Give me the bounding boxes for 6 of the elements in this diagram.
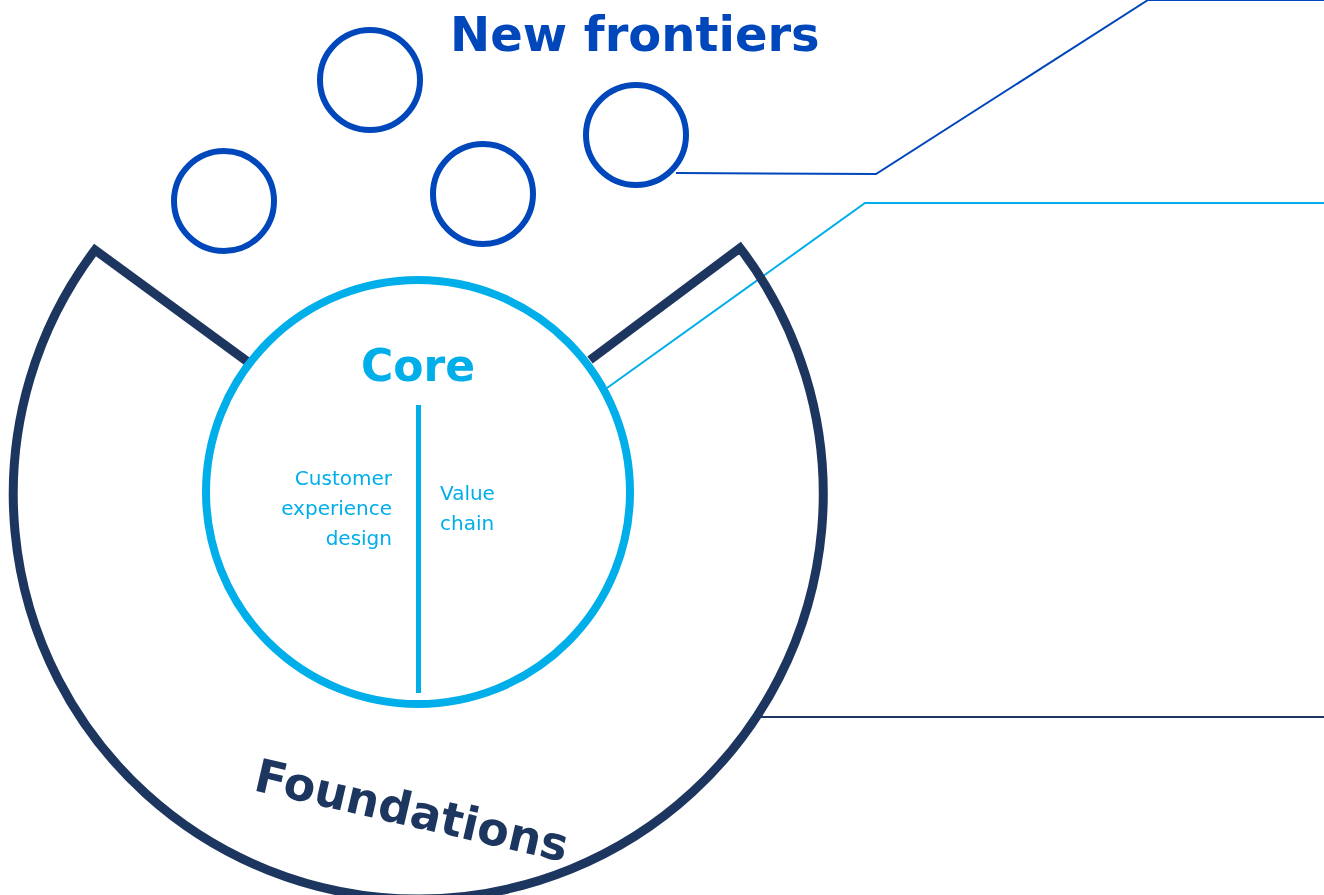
section-text: Value chain	[440, 480, 496, 537]
core-title: Core	[359, 340, 477, 391]
section-heading: New frontiers	[450, 6, 820, 62]
leader-line	[675, 0, 1324, 175]
section-text: Customer experience design	[280, 465, 392, 552]
leader-line	[606, 202, 1324, 389]
